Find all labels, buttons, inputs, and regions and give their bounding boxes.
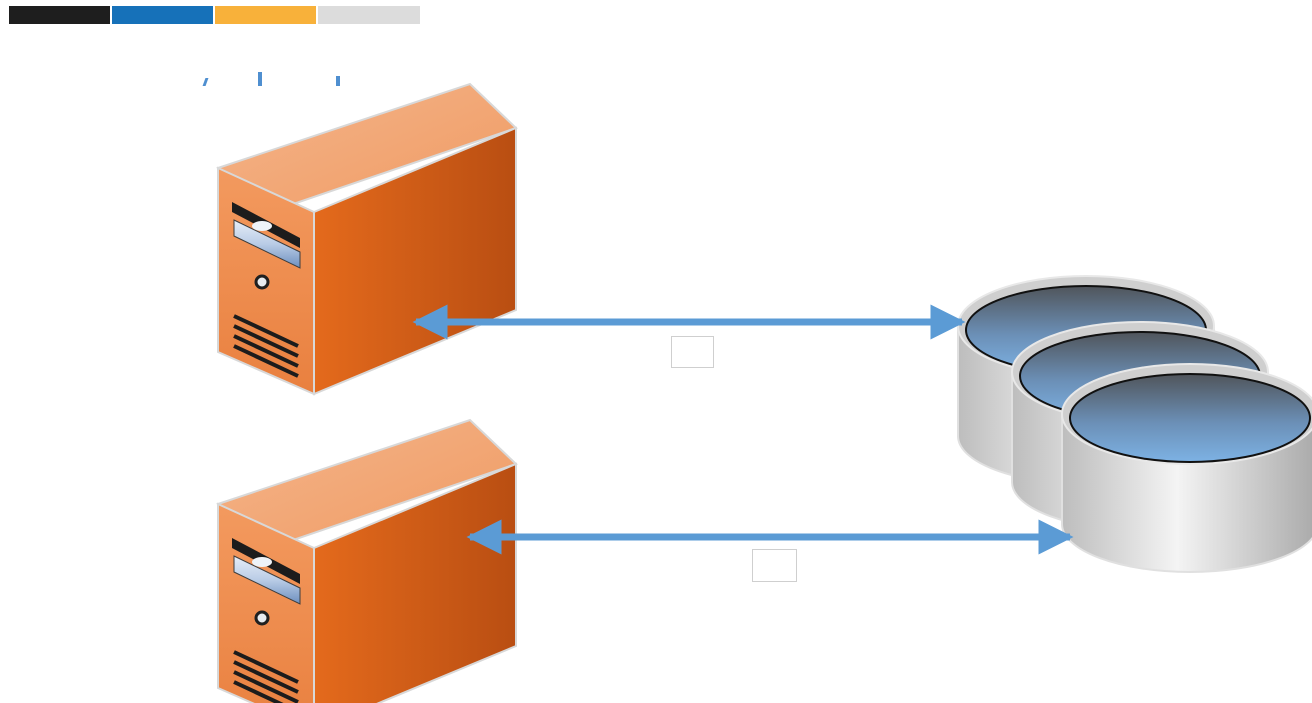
edge-label-server-2-storage bbox=[752, 549, 797, 582]
stripe-gray bbox=[318, 6, 420, 24]
title-fragment bbox=[258, 72, 262, 86]
database-disk-front-icon bbox=[1061, 363, 1312, 573]
header-stripe-bar bbox=[9, 6, 420, 24]
server-1-icon bbox=[216, 82, 518, 396]
clipped-title-fragments bbox=[196, 72, 356, 90]
stripe-blue bbox=[112, 6, 213, 24]
database-cluster-icon bbox=[957, 275, 1312, 573]
stripe-black bbox=[9, 6, 110, 24]
server-2-icon bbox=[216, 418, 518, 703]
stripe-yellow bbox=[215, 6, 316, 24]
edge-label-server-1-storage bbox=[671, 336, 714, 368]
title-fragment bbox=[336, 76, 340, 86]
